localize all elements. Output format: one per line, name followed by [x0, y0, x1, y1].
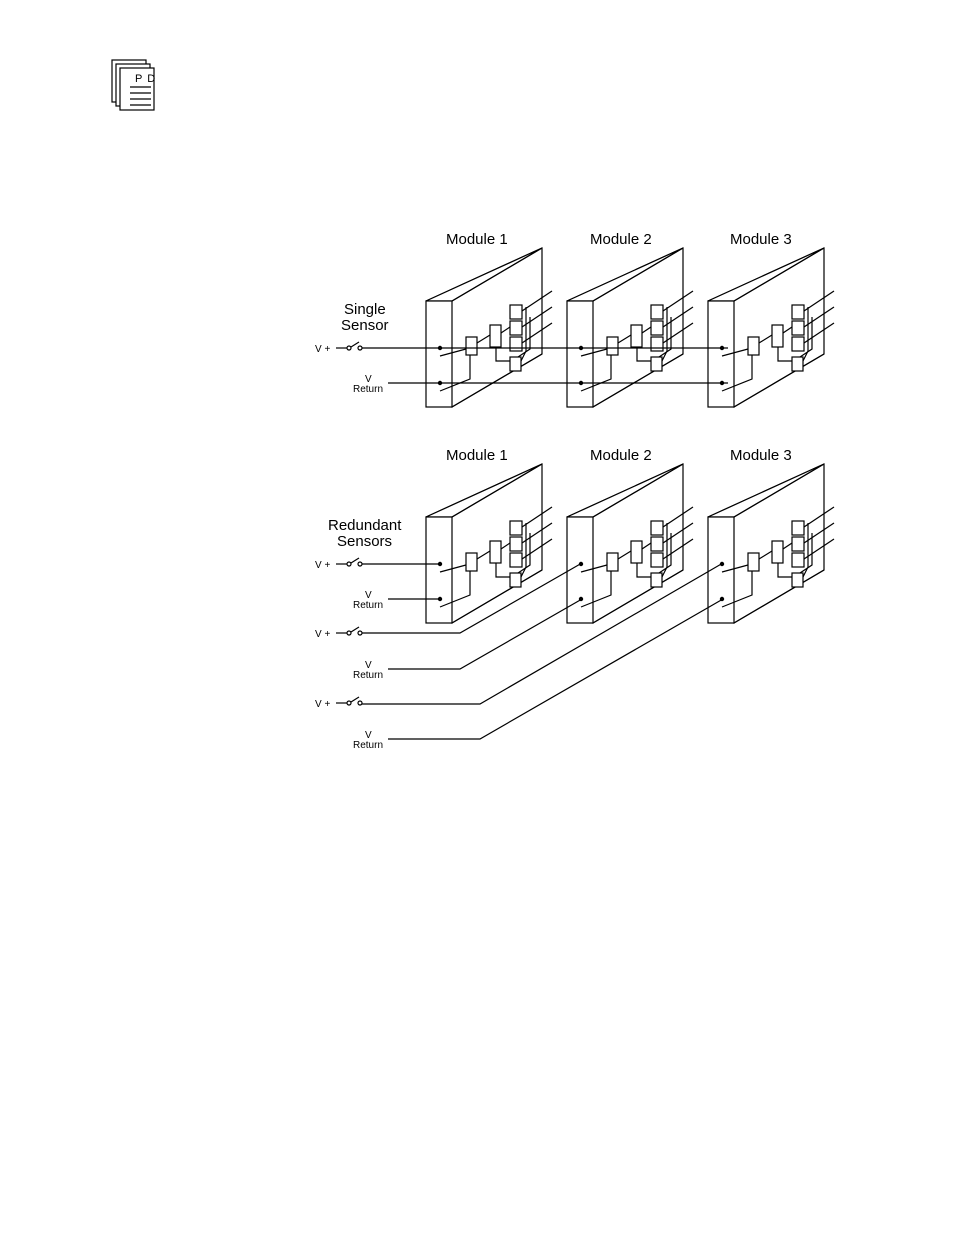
switch-icon — [336, 558, 362, 566]
panel-title-line-1: Redundant — [328, 517, 402, 534]
document-stack-icon: P D — [112, 60, 156, 110]
module-box-2 — [567, 464, 693, 623]
panel-title-line-1: Single — [344, 301, 386, 318]
single-sensor-panel: Module 1 Module 2 Module 3 Single Sensor… — [315, 231, 834, 407]
return-label: Return — [353, 670, 383, 681]
panel-title-line-2: Sensors — [337, 533, 392, 550]
doc-icon-letters: P D — [135, 73, 156, 85]
module-1-label: Module 1 — [446, 231, 508, 248]
module-2-label: Module 2 — [590, 447, 652, 464]
module-2-label: Module 2 — [590, 231, 652, 248]
return-label: Return — [353, 740, 383, 751]
module-box-1 — [426, 464, 552, 623]
module-3-label: Module 3 — [730, 231, 792, 248]
return-label: Return — [353, 600, 383, 611]
v-plus-label: V + — [315, 560, 330, 571]
panel-title-line-2: Sensor — [341, 317, 389, 334]
v-plus-label: V + — [315, 699, 330, 710]
redundant-sensors-panel: Module 1 Module 2 Module 3 Redundant Sen… — [315, 447, 834, 751]
switch-icon — [336, 697, 362, 705]
switch-icon — [336, 342, 362, 350]
return-label: Return — [353, 384, 383, 395]
module-box-3 — [708, 464, 834, 623]
v-plus-label: V + — [315, 629, 330, 640]
module-1-label: Module 1 — [446, 447, 508, 464]
module-3-label: Module 3 — [730, 447, 792, 464]
switch-icon — [336, 627, 362, 635]
v-plus-label: V + — [315, 344, 330, 355]
